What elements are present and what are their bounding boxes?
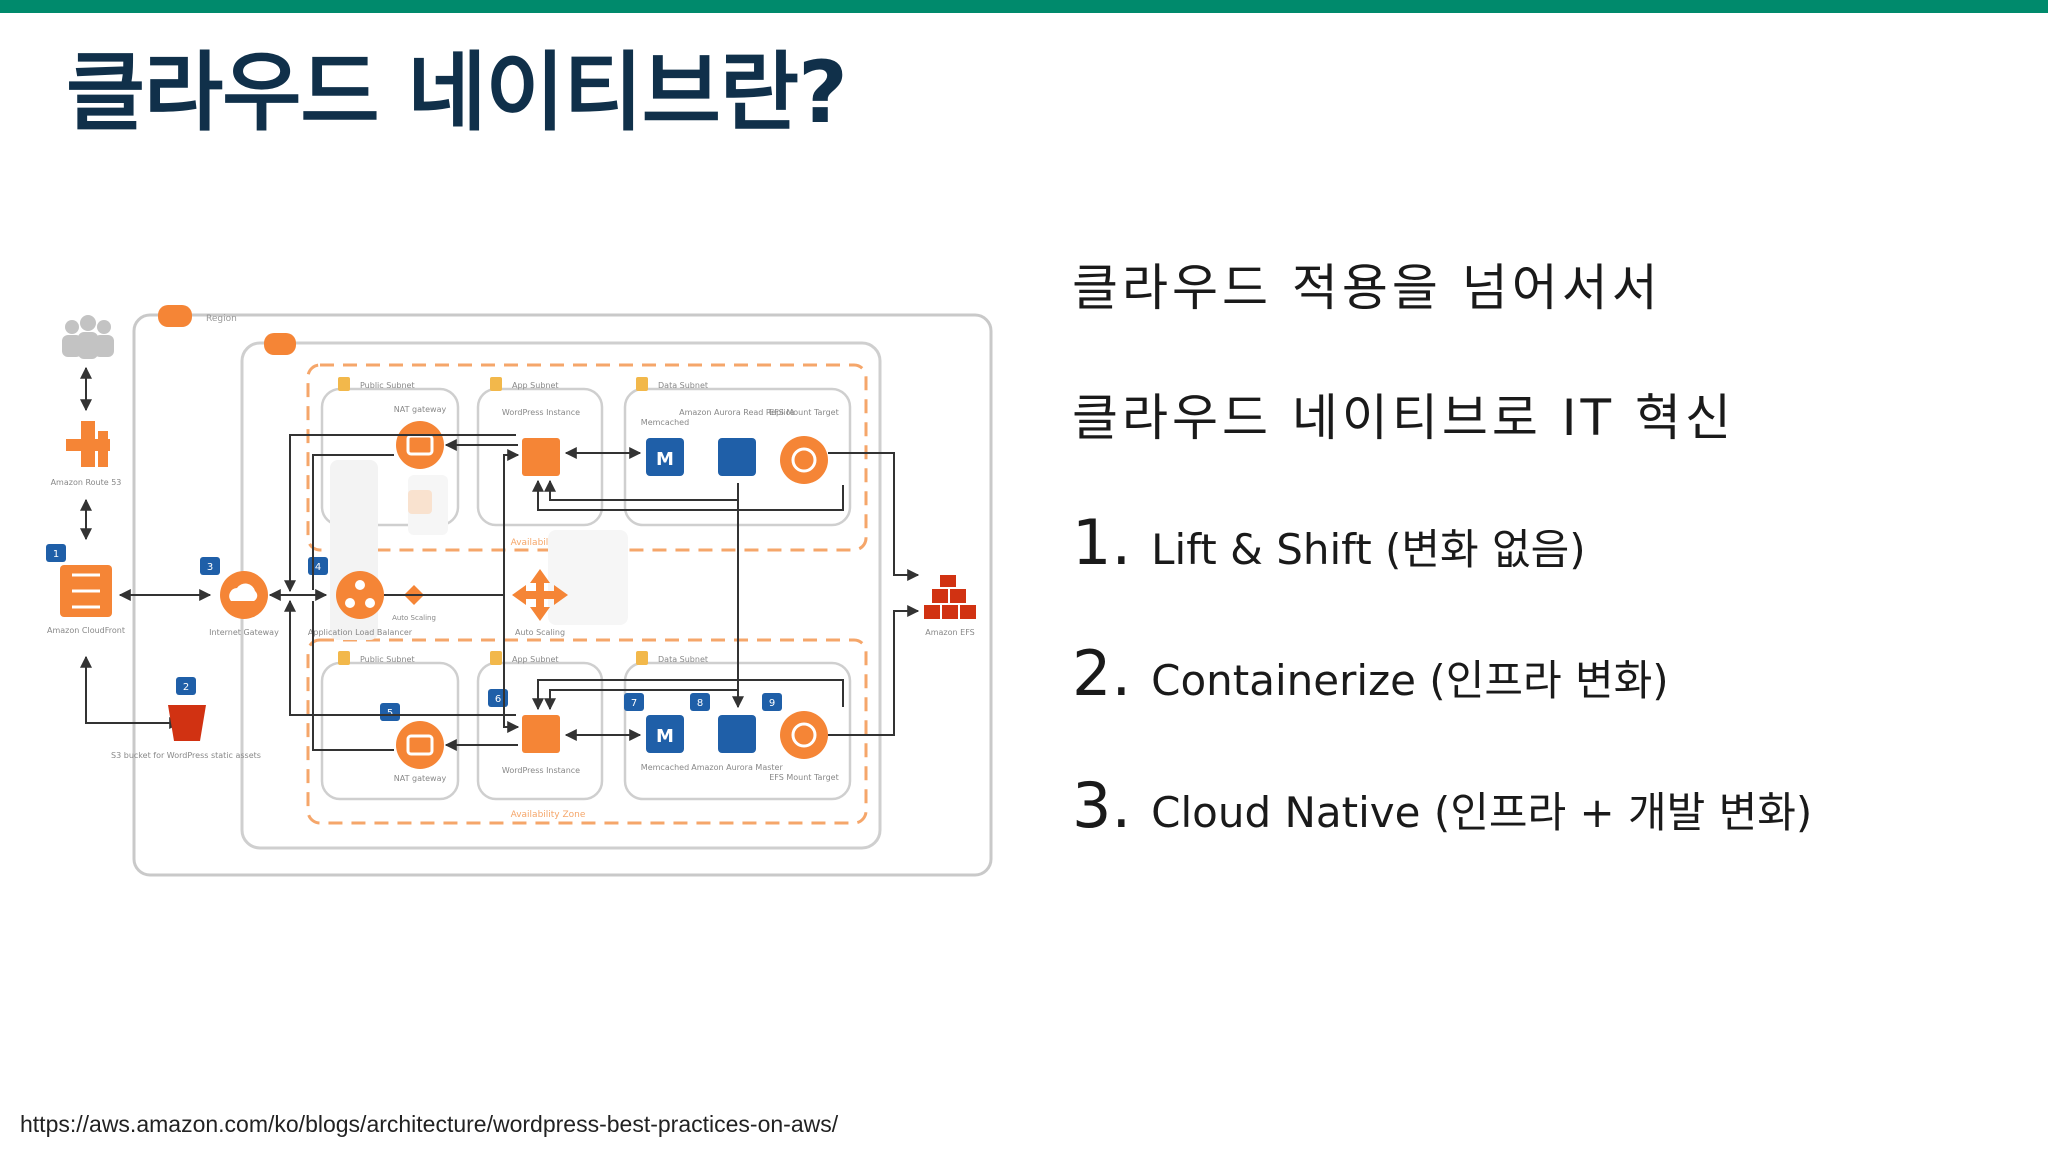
efs-mount-target-icon-top [780,436,828,484]
lock-icon [338,651,350,665]
cloudfront-label: Amazon CloudFront [47,626,125,635]
availability-zone-bottom [306,638,868,825]
badge-label: 4 [315,562,321,573]
list-item: 3.Cloud Native (인프라 + 개발 변화) [1072,775,1813,843]
route53-icon [66,421,110,467]
badge-label: 5 [387,708,393,719]
placeholder-block [548,530,628,625]
top-accent-bar [0,0,2048,13]
step-badge [762,693,782,711]
aurora-replica-icon [718,438,756,476]
amazon-efs-icon [924,575,976,619]
efs-mount-target-label: EFS Mount Target [769,408,839,417]
list-item: 1.Lift & Shift (변화 없음) [1072,512,1586,580]
wordpress-instance-label: WordPress Instance [502,766,580,775]
vpc-icon [264,333,296,355]
aurora-replica-label: Amazon Aurora Read Replica [679,408,795,417]
step-badge [690,693,710,711]
badge-label: 6 [495,694,501,705]
list-item-number: 2. [1072,637,1132,710]
wordpress-instance-icon-top [522,438,560,476]
aurora-master-icon [718,715,756,753]
lock-icon [636,377,648,391]
badge-label: 2 [183,682,189,693]
step-badge [176,677,196,695]
subnet-label: Public Subnet [360,381,415,390]
zone-label-bottom: Availability Zone [511,810,586,820]
list-item-text: Cloud Native (인프라 + 개발 변화) [1151,788,1813,837]
memcached-icon-top [646,438,684,476]
wordpress-instance-icon-bottom [522,715,560,753]
memcached-label: Memcached [641,763,689,772]
auto-scaling-icon [512,569,568,621]
list-item-text: Lift & Shift (변화 없음) [1151,525,1586,574]
list-item: 2.Containerize (인프라 변화) [1072,643,1669,711]
step-badge [380,703,400,721]
wordpress-instance-label: WordPress Instance [502,408,580,417]
region-label: Region [206,314,237,324]
step-badge [46,544,66,562]
aws-cloud-icon [158,305,192,327]
nat-gateway-label: NAT gateway [394,405,447,414]
lock-icon [338,377,350,391]
step-badge [624,693,644,711]
intro-line-2: 클라우드 네이티브로 IT 혁신 [1072,389,1735,447]
badge-label: 7 [631,698,637,709]
subnet-label: Data Subnet [658,655,708,664]
badge-label: 3 [207,562,213,573]
lock-icon [490,651,502,665]
lock-icon [636,651,648,665]
auto-scaling-label: Auto Scaling [515,628,565,637]
placeholder-icon [408,490,432,514]
internet-gateway-label: Internet Gateway [209,628,279,637]
badge-label: 8 [697,698,703,709]
nat-gateway-icon-bottom [396,721,444,769]
list-item-text: Containerize (인프라 변화) [1151,656,1669,705]
intro-line-1: 클라우드 적용을 넘어서서 [1072,259,1662,317]
memcached-icon-bottom [646,715,684,753]
s3-label: S3 bucket for WordPress static assets [111,751,261,760]
nat-gateway-label: NAT gateway [394,774,447,783]
lock-icon [490,377,502,391]
list-item-number: 3. [1072,769,1132,842]
amazon-efs-label: Amazon EFS [925,628,974,637]
aws-architecture-diagram: Region Availability Zone Availability Zo… [38,295,1008,885]
subnet-label: Public Subnet [360,655,415,664]
subnet-label: Data Subnet [658,381,708,390]
efs-mount-target-label: EFS Mount Target [769,773,839,782]
public-subnet-top [320,387,460,527]
users-icon [62,315,114,359]
badge-label: 1 [53,549,59,560]
efs-mount-target-icon-bottom [780,711,828,759]
route53-label: Amazon Route 53 [51,478,122,487]
badge-label: 9 [769,698,775,709]
slide-title: 클라우드 네이티브란? [66,43,848,143]
aurora-master-label: Amazon Aurora Master [691,763,783,772]
subnet-label: App Subnet [512,655,559,664]
step-badge [200,557,220,575]
source-link[interactable]: https://aws.amazon.com/ko/blogs/architec… [20,1111,839,1137]
nat-gateway-icon-top [396,421,444,469]
s3-bucket-icon [168,705,206,741]
svg-text:M: M [656,449,674,470]
subnet-label: App Subnet [512,381,559,390]
public-subnet-bottom [320,661,460,801]
list-item-number: 1. [1072,506,1132,579]
connector-lines [284,434,920,751]
svg-text:M: M [656,726,674,747]
load-balancer-label: Application Load Balancer [308,628,413,637]
load-balancer-icon [336,571,384,619]
memcached-label: Memcached [641,418,689,427]
auto-scaling-small-label: Auto Scaling [392,614,436,622]
